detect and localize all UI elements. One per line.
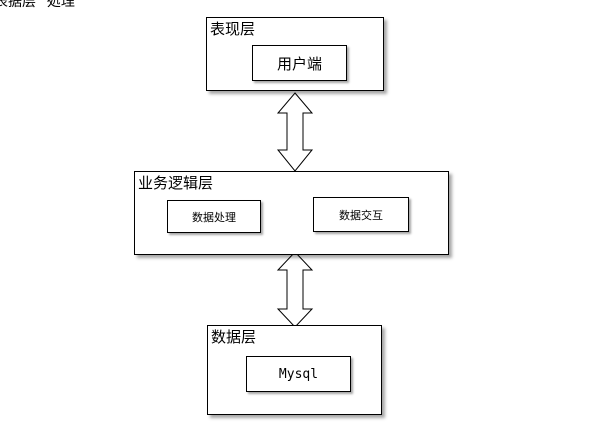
data-layer: 数据层 Mysql xyxy=(207,325,382,415)
presentation-layer: 表现层 用户端 xyxy=(206,17,384,91)
data-processing-box: 数据处理 xyxy=(167,200,261,233)
data-interaction-box: 数据交互 xyxy=(313,197,409,232)
top-caption: 表据层 "処理" xyxy=(0,0,82,10)
business-logic-layer-title: 业务逻辑层 xyxy=(138,174,214,192)
presentation-layer-title: 表现层 xyxy=(210,20,256,38)
arrow-presentation-logic xyxy=(276,92,314,172)
business-logic-layer: 业务逻辑层 数据处理 数据交互 xyxy=(134,171,449,255)
data-layer-title: 数据层 xyxy=(211,328,257,346)
arrow-logic-data xyxy=(276,251,314,328)
user-client-box: 用户端 xyxy=(252,45,347,81)
mysql-box: Mysql xyxy=(246,356,351,392)
